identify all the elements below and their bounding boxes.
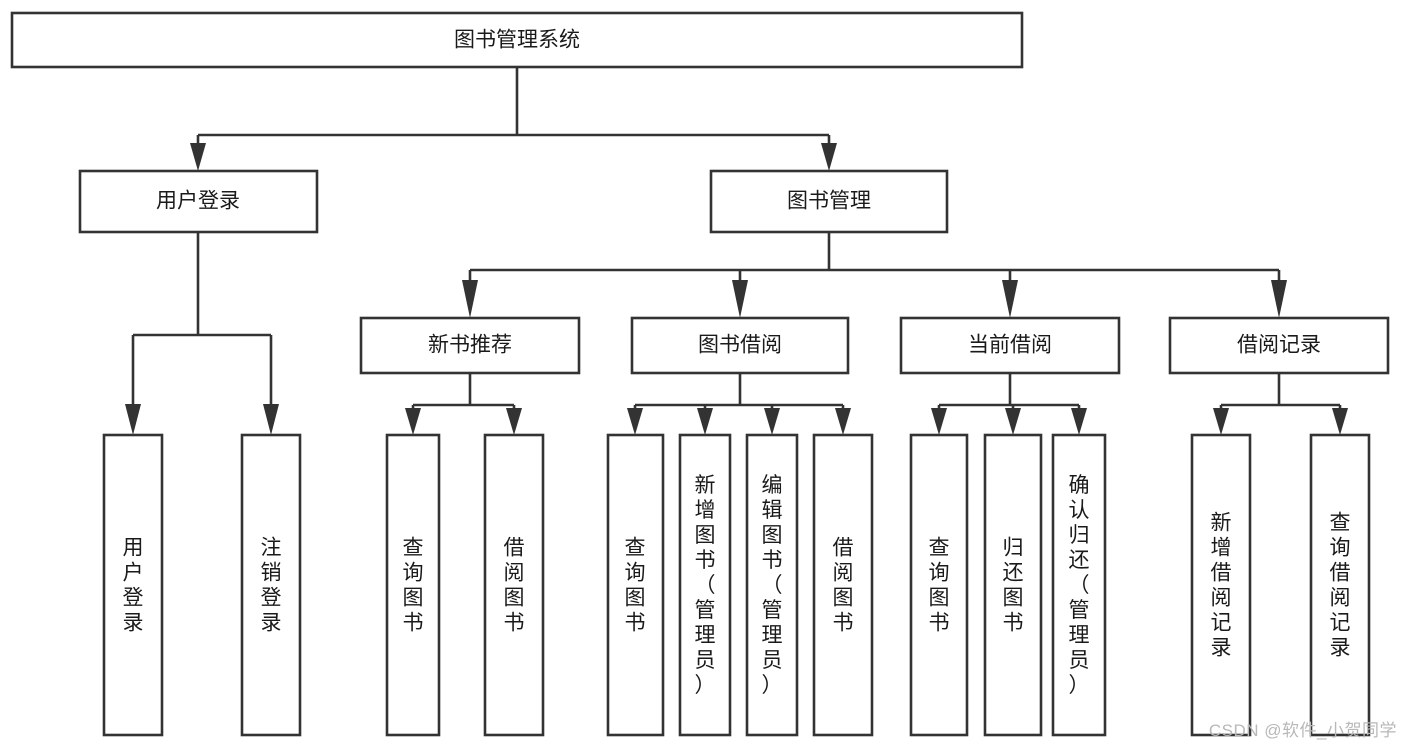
arrow-to-leaf-query-book-2 <box>627 408 643 435</box>
node-leaf-user-login[interactable]: 用户登录 <box>102 433 164 737</box>
arrow-to-borrow-record <box>1271 280 1287 318</box>
node-book-borrow[interactable]: 图书借阅 <box>630 316 850 375</box>
node-current-borrow-label: 当前借阅 <box>968 334 1052 357</box>
arrow-to-new-book-rec <box>462 280 478 318</box>
node-leaf-borrow-book-1-label: 借阅图书 <box>504 537 525 635</box>
node-new-book-rec-label: 新书推荐 <box>428 334 512 357</box>
node-root[interactable]: 图书管理系统 <box>10 11 1024 69</box>
node-user-login[interactable]: 用户登录 <box>78 169 319 234</box>
arrow-to-leaf-user-login <box>125 404 141 435</box>
arrow-to-leaf-query-book-1 <box>405 408 421 435</box>
node-user-login-label: 用户登录 <box>156 190 240 213</box>
node-borrow-record-label: 借阅记录 <box>1237 334 1321 357</box>
arrow-to-leaf-query-book-3 <box>931 408 947 435</box>
node-leaf-query-book-2-label: 查询图书 <box>625 537 646 635</box>
arrow-to-leaf-borrow-book-2 <box>835 408 851 435</box>
node-leaf-query-book-1[interactable]: 查询图书 <box>385 433 441 737</box>
arrow-to-leaf-borrow-book-1 <box>506 408 522 435</box>
node-leaf-query-record-label: 查询借阅记录 <box>1330 512 1351 660</box>
node-current-borrow[interactable]: 当前借阅 <box>899 316 1121 375</box>
node-leaf-logout[interactable]: 注销登录 <box>240 433 302 737</box>
arrow-to-book-borrow <box>732 280 748 318</box>
arrow-to-leaf-logout <box>263 404 279 435</box>
arrow-to-leaf-add-book <box>697 408 713 435</box>
node-leaf-query-book-1-label: 查询图书 <box>403 537 424 635</box>
node-leaf-return-book[interactable]: 归还图书 <box>983 433 1043 737</box>
arrow-to-leaf-confirm-return <box>1071 408 1087 435</box>
node-root-label: 图书管理系统 <box>454 29 580 52</box>
node-leaf-logout-label: 注销登录 <box>261 537 282 635</box>
node-leaf-add-record-label: 新增借阅记录 <box>1211 512 1232 660</box>
arrow-to-user-login <box>190 143 206 171</box>
node-leaf-edit-book-label: 编辑图书（管理员） <box>762 474 783 697</box>
node-leaf-confirm-return-label: 确认归还（管理员） <box>1069 474 1090 697</box>
arrow-to-leaf-add-record <box>1213 408 1229 435</box>
node-leaf-query-book-3-label: 查询图书 <box>929 537 950 635</box>
arrow-to-book-manage <box>821 143 837 171</box>
node-book-manage-label: 图书管理 <box>787 190 871 213</box>
node-leaf-confirm-return[interactable]: 确认归还（管理员） <box>1051 433 1107 737</box>
node-leaf-query-book-3[interactable]: 查询图书 <box>909 433 969 737</box>
node-new-book-rec[interactable]: 新书推荐 <box>359 316 581 375</box>
node-book-manage[interactable]: 图书管理 <box>709 169 949 234</box>
connectors <box>125 67 1348 435</box>
node-leaf-borrow-book-2-label: 借阅图书 <box>833 537 854 635</box>
node-leaf-edit-book[interactable]: 编辑图书（管理员） <box>745 433 799 737</box>
node-leaf-query-book-2[interactable]: 查询图书 <box>606 433 665 737</box>
node-borrow-record[interactable]: 借阅记录 <box>1168 316 1390 375</box>
node-book-borrow-label: 图书借阅 <box>698 334 782 357</box>
arrow-to-current-borrow <box>1002 280 1018 318</box>
node-leaf-user-login-label: 用户登录 <box>123 537 144 635</box>
node-leaf-borrow-book-2[interactable]: 借阅图书 <box>812 433 874 737</box>
arrow-to-leaf-query-record <box>1332 408 1348 435</box>
node-leaf-borrow-book-1[interactable]: 借阅图书 <box>483 433 545 737</box>
csdn-watermark: CSDN @软件_小贺同学 <box>1208 721 1397 740</box>
node-leaf-add-book-label: 新增图书（管理员） <box>695 474 716 697</box>
node-leaf-add-record[interactable]: 新增借阅记录 <box>1190 433 1252 737</box>
arrow-to-leaf-edit-book <box>764 408 780 435</box>
node-leaf-query-record[interactable]: 查询借阅记录 <box>1309 433 1371 737</box>
node-leaf-return-book-label: 归还图书 <box>1003 537 1024 635</box>
arrow-to-leaf-return-book <box>1005 408 1021 435</box>
node-leaf-add-book[interactable]: 新增图书（管理员） <box>678 433 732 737</box>
